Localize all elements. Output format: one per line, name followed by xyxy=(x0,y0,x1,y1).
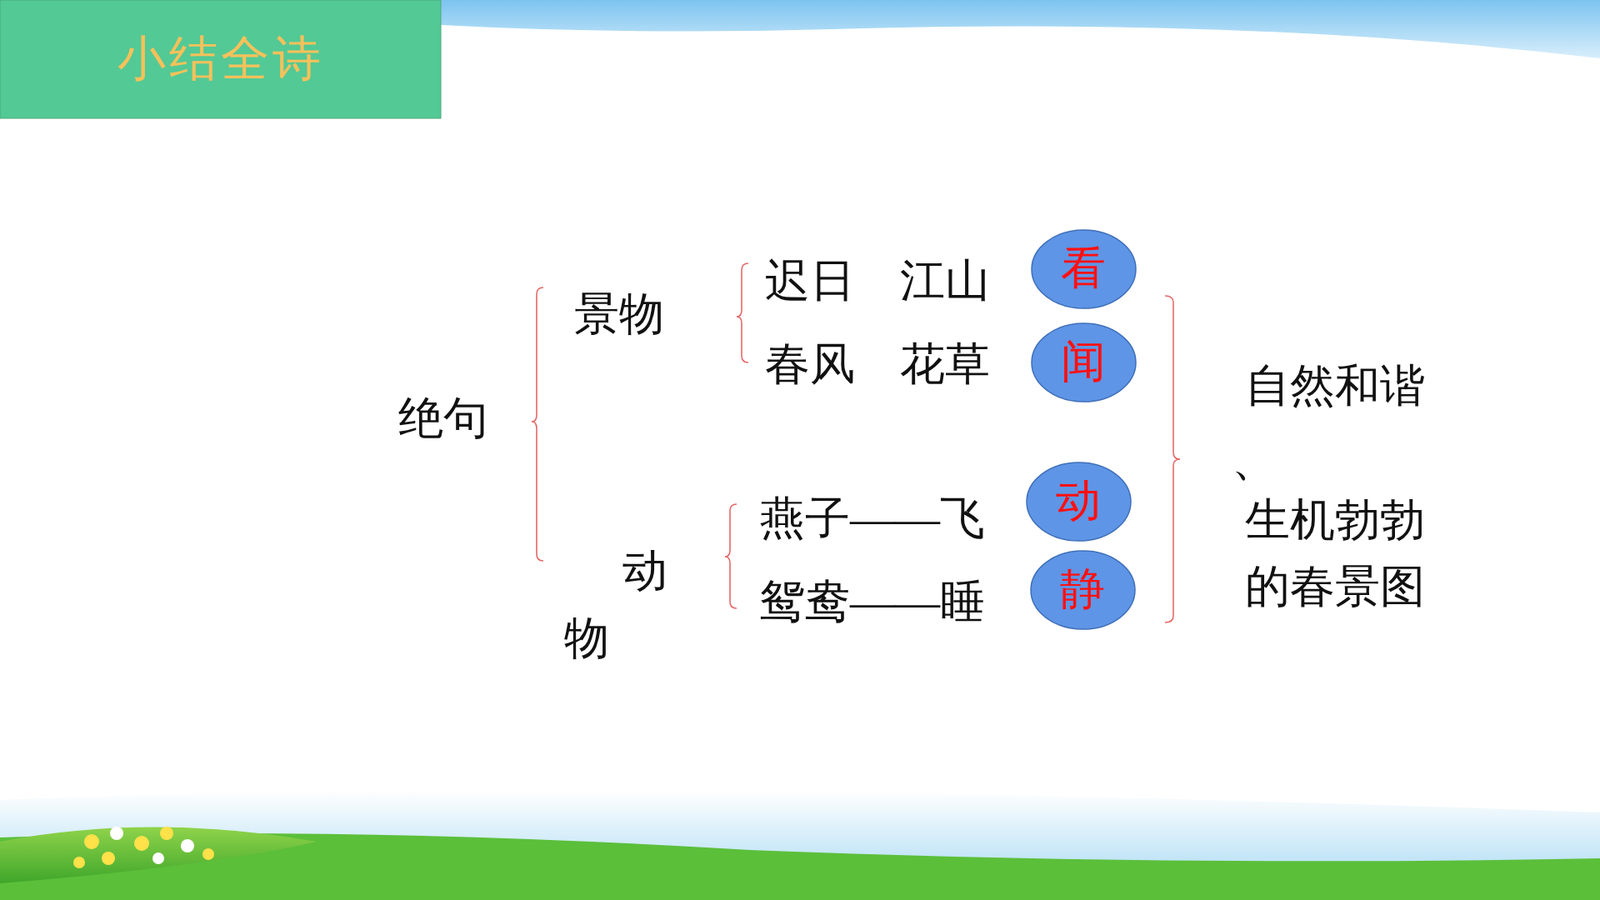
scene-line: 迟日 江山 xyxy=(765,254,990,309)
bracket-main xyxy=(531,287,544,561)
slide-title: 小结全诗 xyxy=(117,26,325,92)
hill xyxy=(0,827,317,885)
scene-line: 春风 花草 xyxy=(765,337,990,392)
summary-text: 生机勃勃 xyxy=(1245,493,1425,548)
summary-text: 、 xyxy=(1231,433,1277,488)
sense-word: 看 xyxy=(1060,244,1106,294)
sense-ellipse: 闻 xyxy=(1030,322,1137,403)
title-band xyxy=(0,0,441,119)
bracket-animals xyxy=(725,504,737,609)
category-label: 动物 xyxy=(564,537,673,673)
sense-ellipse: 看 xyxy=(1030,229,1137,310)
sense-word: 动 xyxy=(1055,476,1101,526)
title-band-text: 小结全诗 xyxy=(0,0,441,119)
sense-word: 静 xyxy=(1060,565,1105,615)
animal-line: 鸳鸯——睡 xyxy=(760,575,985,630)
bracket-summary xyxy=(1165,295,1180,623)
flowers xyxy=(73,826,215,869)
bracket-scenery xyxy=(736,263,749,363)
summary-text: 自然和谐 xyxy=(1245,359,1425,414)
root-label: 绝句 xyxy=(398,391,489,446)
bottom-band xyxy=(0,790,1600,900)
sense-word: 闻 xyxy=(1060,337,1106,387)
sky-strip xyxy=(440,0,1600,59)
summary-text: 的春景图 xyxy=(1245,560,1425,615)
sense-ellipse: 动 xyxy=(1025,461,1132,542)
animal-line: 燕子——飞 xyxy=(760,491,985,546)
category-label: 景物 xyxy=(574,287,665,342)
sense-ellipse: 静 xyxy=(1030,550,1136,630)
